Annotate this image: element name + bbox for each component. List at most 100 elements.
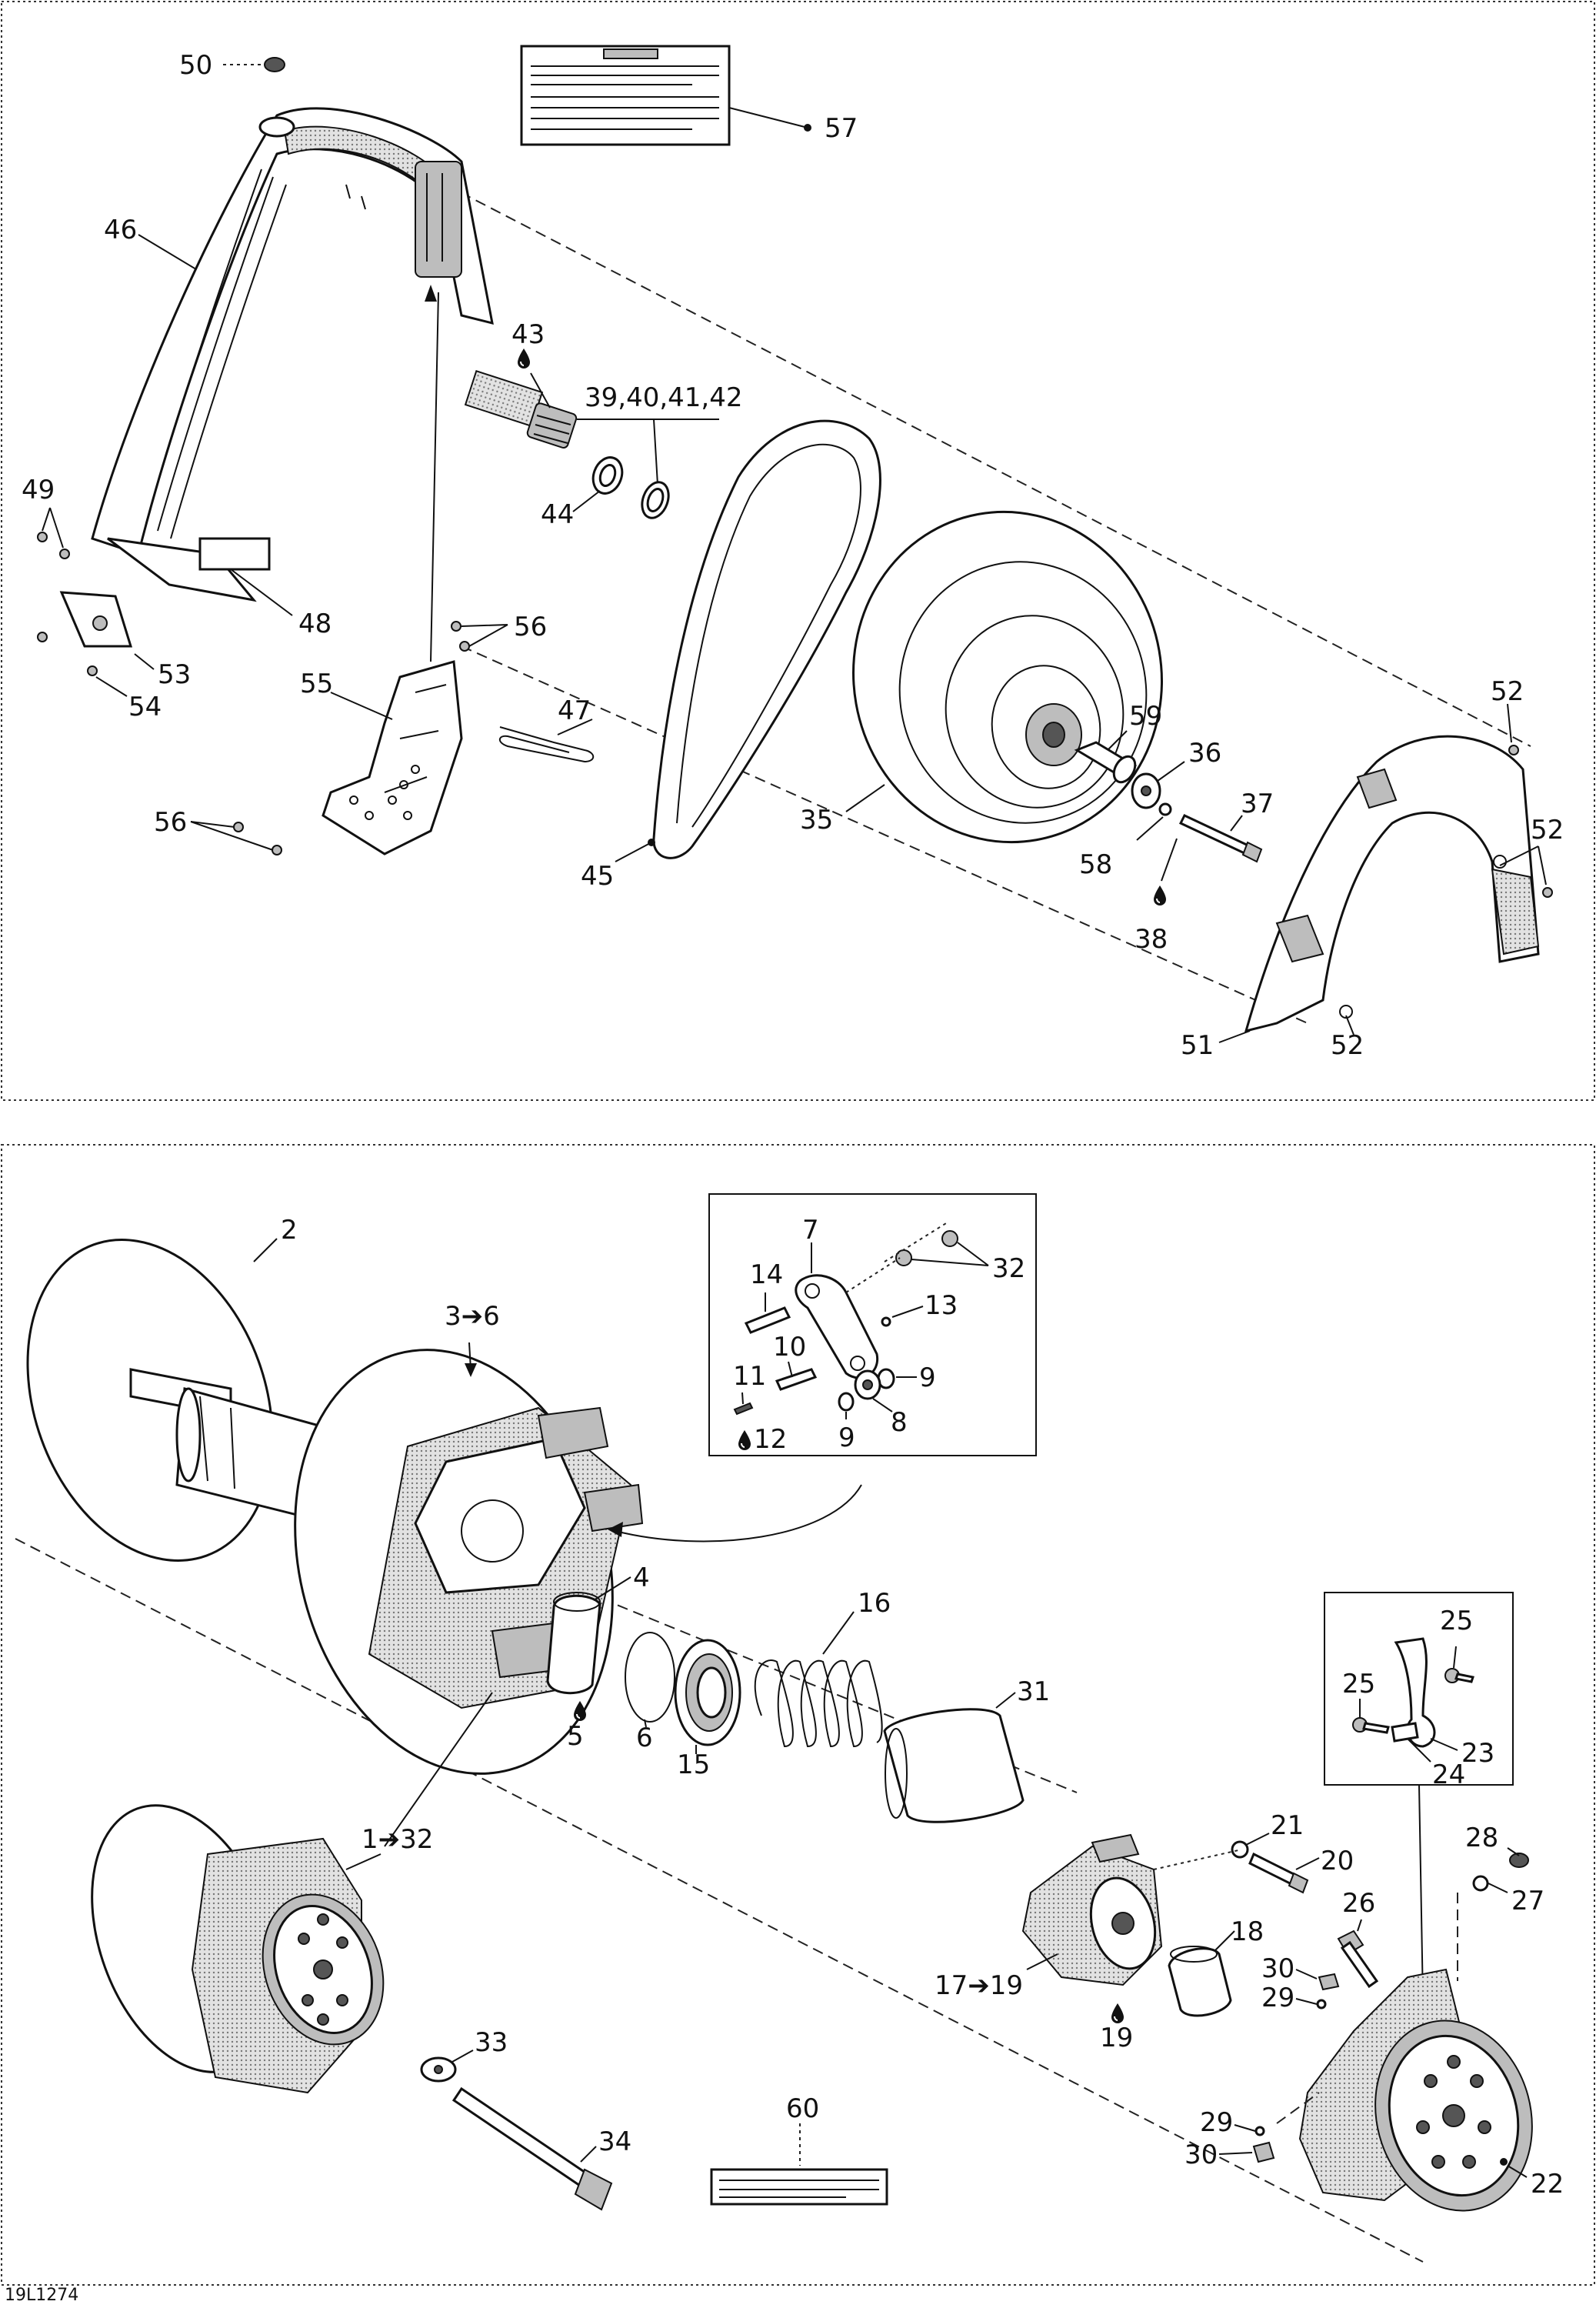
leader-52b xyxy=(1499,845,1547,886)
leader-21 xyxy=(1245,1833,1270,1846)
part-58-lock-washer xyxy=(1158,802,1172,816)
callout-16: 16 xyxy=(858,1588,891,1619)
part-20-pin xyxy=(1248,1852,1309,1894)
callout-34: 34 xyxy=(598,2126,631,2157)
arrow-box-to-cover xyxy=(1418,1784,1424,2001)
callout-32: 32 xyxy=(992,1253,1025,1284)
leader-47 xyxy=(557,719,593,735)
callout-46: 46 xyxy=(104,215,137,245)
leader-32 xyxy=(911,1242,989,1266)
guide-line-lower xyxy=(461,645,1308,1024)
leader-44 xyxy=(572,490,601,512)
part-18-bushing xyxy=(1168,1946,1232,2017)
arrow-head xyxy=(465,1363,477,1377)
callout-25a: 25 xyxy=(1342,1669,1375,1699)
callout-5: 5 xyxy=(567,1721,584,1752)
callout-39-40-41-42: 39,40,41,42 xyxy=(585,382,742,413)
callout-53: 53 xyxy=(158,659,191,690)
callout-45: 45 xyxy=(581,861,614,892)
part-15-spring-seat xyxy=(674,1639,741,1746)
callout-43: 43 xyxy=(511,319,545,350)
leader-45 xyxy=(615,842,652,862)
oil-drop-icon xyxy=(738,1429,751,1451)
leader-24 xyxy=(1407,1738,1431,1763)
callout-35: 35 xyxy=(800,805,833,835)
leader-17-19 xyxy=(1026,1953,1058,1970)
oil-drop-icon xyxy=(517,348,531,369)
part-14-pin xyxy=(744,1306,791,1334)
part-50-grommet xyxy=(264,57,285,72)
guide-20-spider xyxy=(1153,1849,1239,1870)
leader-1-32 xyxy=(345,1692,493,1870)
callout-21: 21 xyxy=(1271,1810,1304,1841)
part-34-bolt xyxy=(451,2086,613,2211)
callout-30a: 30 xyxy=(1261,1953,1294,1984)
callout-2: 2 xyxy=(281,1215,298,1246)
part-51-guard-rear xyxy=(1244,735,1540,1033)
leader-30a xyxy=(1295,1969,1318,1979)
part-55-bracket xyxy=(322,660,463,855)
callout-26: 26 xyxy=(1342,1888,1375,1919)
callout-28: 28 xyxy=(1465,1823,1498,1853)
leader-2 xyxy=(253,1238,278,1262)
part-9-washers xyxy=(838,1368,895,1412)
leader-38 xyxy=(1161,838,1178,882)
part-7-weight xyxy=(795,1274,879,1379)
figure-reference: 19L1274 xyxy=(5,2286,78,2305)
part-52-fastener-b xyxy=(1542,887,1553,898)
callout-20: 20 xyxy=(1321,1846,1354,1876)
callout-36: 36 xyxy=(1188,738,1221,769)
callout-58: 58 xyxy=(1079,849,1112,880)
part-10-bushing xyxy=(775,1368,818,1391)
leader-28 xyxy=(1507,1847,1520,1856)
part-11-fitting xyxy=(733,1402,754,1416)
leader-23 xyxy=(1430,1738,1458,1751)
leader-46 xyxy=(138,234,197,270)
leader-33 xyxy=(451,2050,474,2063)
part-8-roller xyxy=(854,1369,881,1400)
leader-13 xyxy=(891,1306,924,1318)
part-27-washer xyxy=(1472,1875,1489,1892)
part-23-arm xyxy=(1394,1637,1436,1748)
part-4-bushing xyxy=(546,1592,601,1695)
part-29-oring-b xyxy=(1254,2126,1265,2136)
leader-35 xyxy=(845,784,885,812)
part-32-screws xyxy=(895,1230,958,1266)
callout-22: 22 xyxy=(1531,2169,1564,2200)
leader-16 xyxy=(822,1611,855,1655)
part-37-bolt xyxy=(1178,814,1263,863)
part-56-screw-d xyxy=(272,845,282,855)
callout-37: 37 xyxy=(1241,789,1274,819)
callout-18: 18 xyxy=(1231,1916,1264,1947)
leader-6 xyxy=(644,1719,647,1728)
part-26-bolt xyxy=(1337,1929,1379,1989)
callout-48: 48 xyxy=(298,609,332,639)
part-59-sleeve xyxy=(1074,741,1138,784)
leader-25b xyxy=(1453,1646,1457,1669)
leader-20 xyxy=(1295,1857,1320,1870)
part-57-warning-label xyxy=(520,45,731,146)
leader-dot-57 xyxy=(804,124,811,132)
part-22-cover xyxy=(1298,1968,1533,2212)
subassembly-box-roller-arm xyxy=(1324,1592,1514,1786)
callout-30b: 30 xyxy=(1185,2140,1218,2170)
callout-7: 7 xyxy=(802,1215,819,1246)
callout-44: 44 xyxy=(541,499,574,530)
callout-14: 14 xyxy=(750,1259,783,1290)
arrow-weights-to-sheave xyxy=(615,1484,862,1543)
arrow-head xyxy=(425,285,437,302)
leader-54 xyxy=(95,676,128,697)
callout-6: 6 xyxy=(636,1723,653,1753)
leader-10 xyxy=(788,1361,793,1378)
part-56-screw-c xyxy=(233,822,244,832)
leader-11 xyxy=(741,1392,744,1405)
callout-9a: 9 xyxy=(919,1362,936,1393)
leader-27 xyxy=(1488,1883,1508,1893)
leader-29b xyxy=(1234,2124,1256,2132)
part-31-sleeve xyxy=(883,1708,1025,1823)
callout-60: 60 xyxy=(786,2093,819,2124)
leader-52c xyxy=(1345,1015,1354,1036)
part-30-slider-a xyxy=(1318,1973,1340,1991)
part-16-spring xyxy=(754,1659,883,1748)
part-36-washer xyxy=(1131,772,1161,809)
